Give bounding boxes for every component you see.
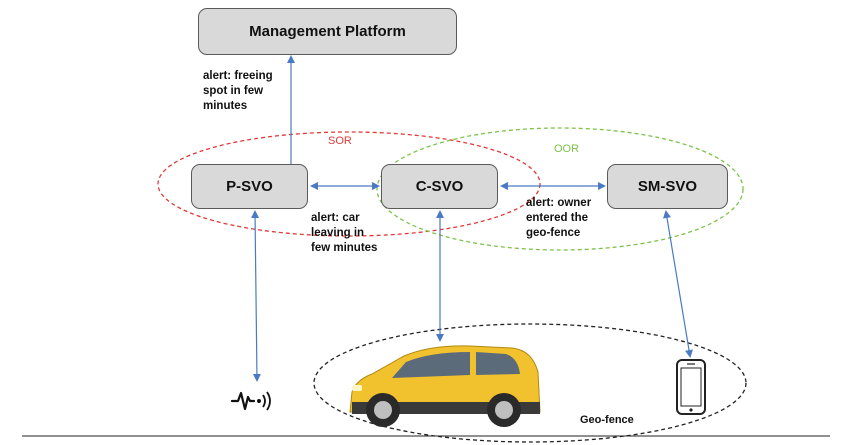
- sor-label: SOR: [328, 135, 352, 147]
- geo-fence-region: [313, 323, 747, 443]
- alert-owner-entered-label: alert: owner entered the geo-fence: [526, 197, 592, 239]
- geo-fence-label: Geo-fence: [580, 414, 634, 426]
- c-svo-label: C-SVO: [415, 178, 464, 195]
- alert-freeing-spot-label: alert: freeing spot in few minutes: [203, 70, 273, 112]
- alert-car-leaving-label: alert: car leaving in few minutes: [311, 212, 378, 254]
- arrow-smsvo-phone: [663, 210, 693, 358]
- sensor-icon: [230, 391, 271, 411]
- management-platform-node: Management Platform: [198, 8, 457, 55]
- p-svo-node: P-SVO: [191, 164, 308, 209]
- sm-svo-node: SM-SVO: [607, 164, 728, 209]
- smartphone-icon: [676, 359, 706, 415]
- management-platform-label: Management Platform: [249, 23, 406, 40]
- car-icon: [349, 345, 541, 427]
- arrow-psvo-sensor: [251, 210, 261, 382]
- oor-label: OOR: [554, 143, 580, 155]
- p-svo-label: P-SVO: [226, 178, 273, 195]
- sm-svo-label: SM-SVO: [637, 178, 698, 195]
- c-svo-node: C-SVO: [381, 164, 498, 209]
